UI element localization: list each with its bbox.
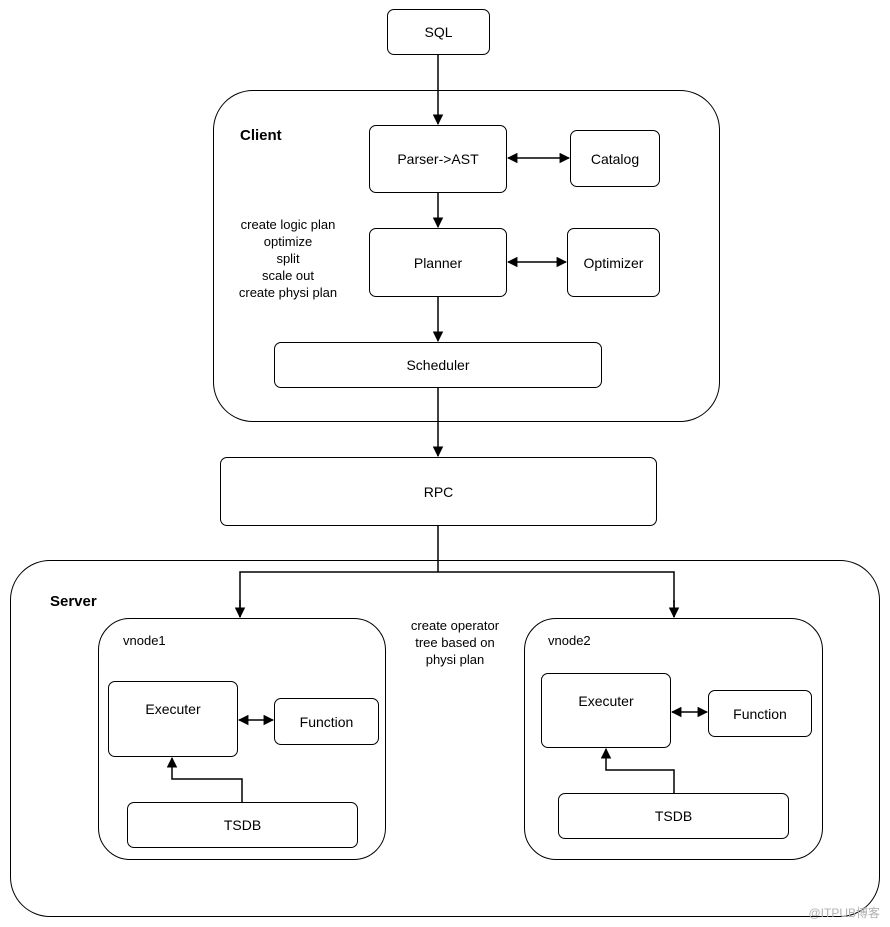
client-group xyxy=(213,90,720,422)
server-label: Server xyxy=(50,593,97,610)
client-steps-note: create logic plan optimize split scale o… xyxy=(228,216,348,301)
scheduler-node: Scheduler xyxy=(274,342,602,388)
vnode1-tsdb-node: TSDB xyxy=(127,802,358,848)
note-line: scale out xyxy=(261,268,315,283)
server-steps-note: create operator tree based on physi plan xyxy=(395,617,515,668)
note-line: create logic plan xyxy=(240,217,336,232)
vnode1-group xyxy=(98,618,386,860)
watermark: @ITPUB博客 xyxy=(808,906,880,920)
optimizer-node: Optimizer xyxy=(567,228,660,297)
note-line: optimize xyxy=(263,234,313,249)
note-line: create physi plan xyxy=(238,285,338,300)
vnode2-label: vnode2 xyxy=(548,633,591,648)
vnode2-executer-node: Executer xyxy=(541,673,671,748)
vnode2-tsdb-node: TSDB xyxy=(558,793,789,839)
note-line: tree based on xyxy=(415,635,495,650)
catalog-node: Catalog xyxy=(570,130,660,187)
vnode1-function-node: Function xyxy=(274,698,379,745)
parser-node: Parser->AST xyxy=(369,125,507,193)
vnode1-tsdb-to-executer-arrow xyxy=(166,756,243,802)
server-group xyxy=(10,560,880,917)
planner-node: Planner xyxy=(369,228,507,297)
rpc-node: RPC xyxy=(220,457,657,526)
vnode2-group xyxy=(524,618,823,860)
client-label: Client xyxy=(240,127,282,144)
note-line: create operator xyxy=(410,618,500,633)
vnode2-tsdb-to-executer-arrow xyxy=(600,747,675,793)
note-line: split xyxy=(276,251,300,266)
vnode1-label: vnode1 xyxy=(123,633,166,648)
sql-node: SQL xyxy=(387,9,490,55)
note-line: physi plan xyxy=(425,652,485,667)
rpc-to-vnodes-line xyxy=(239,526,675,617)
vnode2-function-node: Function xyxy=(708,690,812,737)
vnode1-executer-node: Executer xyxy=(108,681,238,757)
